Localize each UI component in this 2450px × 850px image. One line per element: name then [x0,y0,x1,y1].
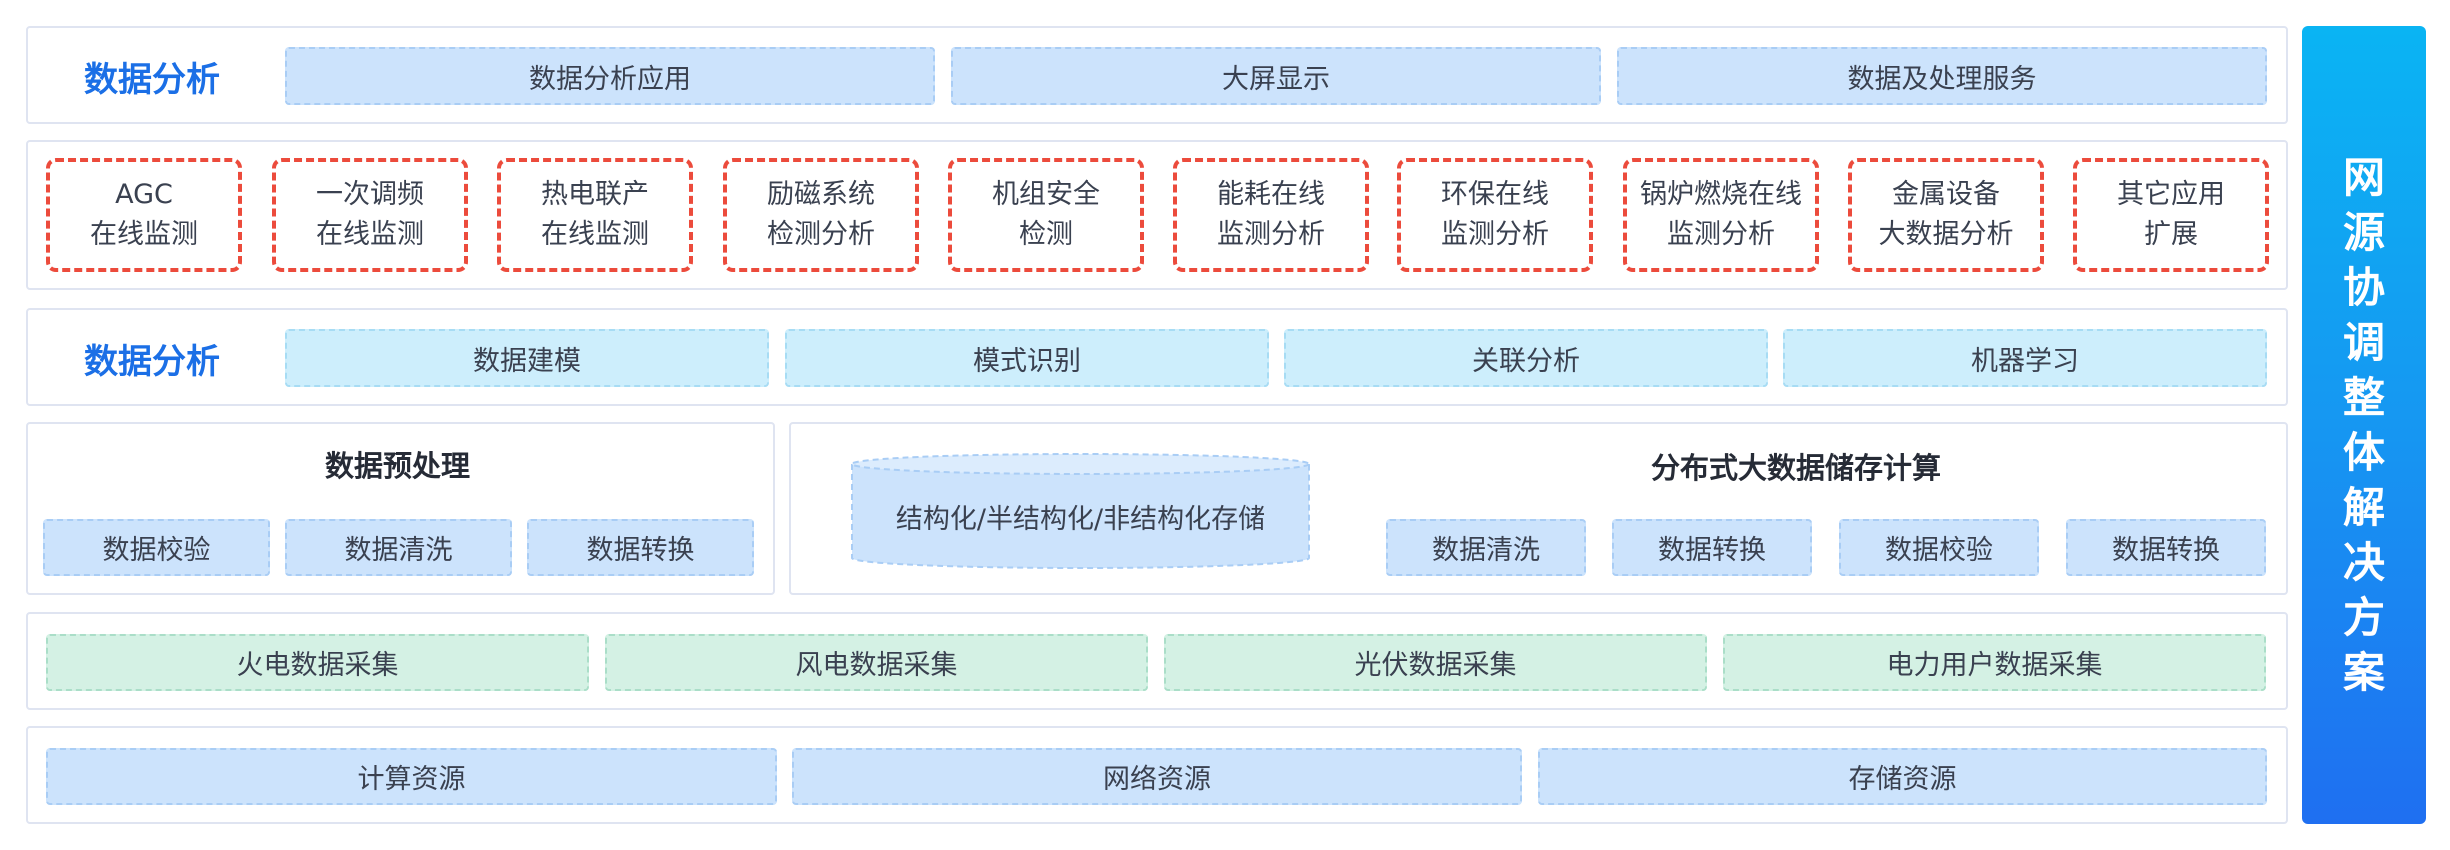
module-line1: 机组安全 [992,179,1100,210]
resource-item-compute: 计算资源 [46,748,777,805]
module-line2: 检测分析 [767,219,875,250]
distributed-title: 分布式大数据储存计算 [1651,451,1942,485]
module-line1: 其它应用 [2117,179,2225,210]
module-line2: 在线监测 [90,219,198,250]
module-line2: 在线监测 [541,219,649,250]
module-line1: 一次调频 [316,179,424,210]
preprocessing-item-conversion: 数据转换 [527,519,754,576]
collection-item-thermal: 火电数据采集 [46,634,589,691]
distributed-item-validation: 数据校验 [1839,519,2039,576]
banner-char: 体 [2342,428,2385,477]
application-item-big-screen: 大屏显示 [951,47,1601,105]
module-line1: 环保在线 [1441,179,1549,210]
analysis-layer-title: 数据分析 [84,342,220,382]
module-line2: 在线监测 [316,219,424,250]
solution-banner: 网 源 协 调 整 体 解 决 方 案 [2302,26,2426,824]
module-line1: 金属设备 [1892,179,2000,210]
module-unit-safety: 机组安全 检测 [948,158,1144,272]
banner-char: 调 [2342,318,2385,367]
storage-cylinder: 结构化/半结构化/非结构化存储 [850,452,1311,570]
module-line2: 监测分析 [1667,219,1775,250]
banner-char: 整 [2342,373,2385,422]
application-item-data-service: 数据及处理服务 [1617,47,2267,105]
module-excitation: 励磁系统 检测分析 [723,158,919,272]
module-line2: 扩展 [2144,219,2198,250]
module-line2: 监测分析 [1441,219,1549,250]
preprocessing-item-validation: 数据校验 [43,519,270,576]
analysis-item-pattern: 模式识别 [785,329,1269,387]
module-line2: 检测 [1019,219,1073,250]
module-other: 其它应用 扩展 [2073,158,2269,272]
banner-char: 方 [2342,593,2385,642]
resource-item-storage: 存储资源 [1538,748,2267,805]
module-line1: 锅炉燃烧在线 [1640,179,1802,210]
resource-item-network: 网络资源 [792,748,1522,805]
module-agc: AGC 在线监测 [46,158,242,272]
application-item-data-analysis-app: 数据分析应用 [285,47,935,105]
collection-item-solar: 光伏数据采集 [1164,634,1707,691]
distributed-item-conversion: 数据转换 [1612,519,1812,576]
collection-item-power-user: 电力用户数据采集 [1723,634,2266,691]
banner-char: 源 [2342,208,2385,257]
module-line1: 励磁系统 [767,179,875,210]
module-line1: 热电联产 [541,179,649,210]
preprocessing-item-cleaning: 数据清洗 [285,519,512,576]
banner-char: 网 [2342,153,2385,202]
module-line2: 监测分析 [1217,219,1325,250]
analysis-item-modeling: 数据建模 [285,329,769,387]
banner-char: 协 [2342,263,2385,312]
module-boiler: 锅炉燃烧在线 监测分析 [1623,158,1819,272]
preprocessing-title: 数据预处理 [325,449,471,483]
module-cogeneration: 热电联产 在线监测 [497,158,693,272]
distributed-item-cleaning: 数据清洗 [1386,519,1586,576]
distributed-item-conversion-2: 数据转换 [2066,519,2266,576]
module-primary-frequency: 一次调频 在线监测 [272,158,468,272]
module-environment: 环保在线 监测分析 [1397,158,1593,272]
module-line2: 大数据分析 [1878,219,2014,250]
module-energy: 能耗在线 监测分析 [1173,158,1369,272]
banner-char: 案 [2342,648,2385,697]
analysis-item-correlation: 关联分析 [1284,329,1768,387]
module-line1: AGC [115,179,173,210]
banner-char: 决 [2342,538,2385,587]
application-layer-title: 数据分析 [84,60,220,100]
module-metal-equipment: 金属设备 大数据分析 [1848,158,2044,272]
storage-label: 结构化/半结构化/非结构化存储 [895,503,1266,535]
banner-char: 解 [2342,483,2385,532]
module-line1: 能耗在线 [1217,179,1325,210]
analysis-item-ml: 机器学习 [1783,329,2267,387]
collection-item-wind: 风电数据采集 [605,634,1148,691]
